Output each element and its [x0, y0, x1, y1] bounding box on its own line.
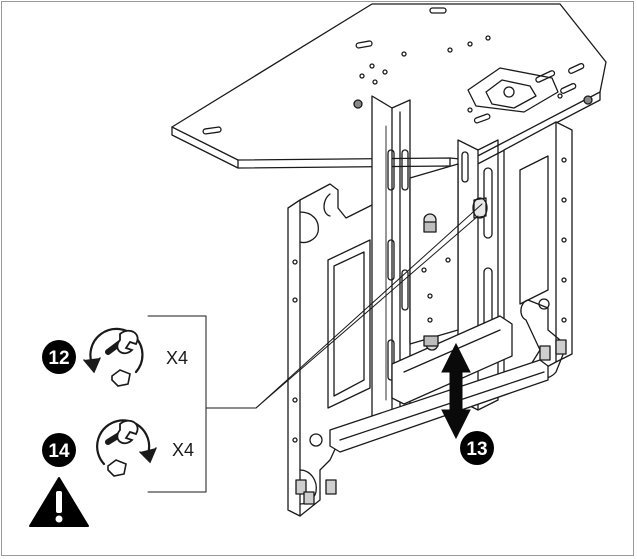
- step-number-13: 13: [466, 439, 487, 460]
- wrench-tighten-icon: [96, 419, 157, 477]
- step-number-14: 14: [48, 441, 70, 462]
- adjustment-knob: [472, 197, 488, 219]
- wrench-loosen-icon: [83, 327, 144, 387]
- step-badge-12: 12: [42, 340, 76, 374]
- step-number-12: 12: [48, 348, 69, 369]
- ceiling-plate: [171, 3, 607, 169]
- callout-lines: [147, 203, 483, 493]
- left-wall-bracket: [287, 183, 375, 517]
- up-down-arrow-icon: [441, 342, 471, 440]
- warning-triangle-icon: [29, 477, 89, 527]
- quantity-label-14: X4: [172, 440, 194, 460]
- quantity-label-12: X4: [166, 348, 188, 368]
- step-badge-13: 13: [460, 431, 494, 465]
- step-badge-14: 14: [42, 433, 76, 467]
